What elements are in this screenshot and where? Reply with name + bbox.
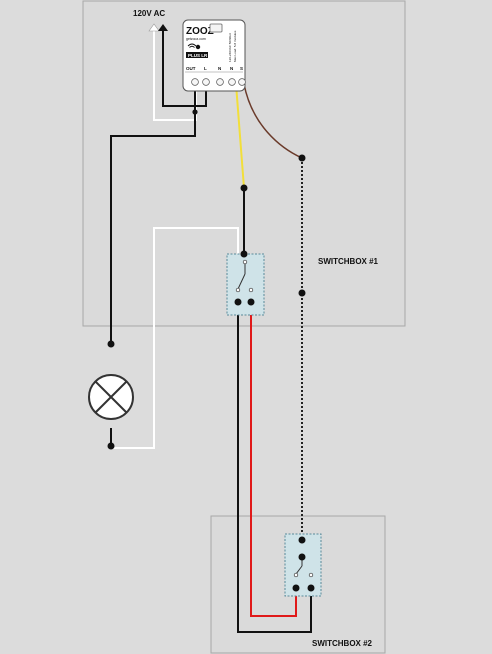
yellow-wire [235,83,245,189]
module-brand: ZOOZ [186,26,214,37]
wireless-icon [187,43,201,50]
module-badge: PLUS LR [188,53,208,58]
terminal-label-s: S [240,66,243,71]
module-spec-1: 120-240VAC 50/60Hz [228,33,232,62]
black-traveler-wire [237,302,312,633]
three-way-switch-1 [226,253,265,316]
wire-junction-dots [107,109,315,592]
red-traveler-wire [250,302,297,617]
terminal-label-n1: N [218,66,221,71]
white-wire-to-light [111,227,239,449]
terminal-screws [191,78,246,86]
three-way-switch-2 [284,533,322,597]
arrow-up-icon [148,23,160,32]
light-bulb-icon [88,374,134,420]
zooz-relay-module: ZOOZ getzooz.com PLUS LR 120-240VAC 50/6… [182,19,246,92]
module-website: getzooz.com [186,37,206,41]
brown-wire [243,83,303,159]
switchbox-1-label: SWITCHBOX #1 [318,257,379,266]
module-button[interactable] [209,23,223,33]
module-spec-2: Max Load: 5-8 modules [233,30,237,62]
power-label: 120V AC [133,9,165,18]
terminal-label-n2: N [230,66,233,71]
black-line-wire [162,30,207,107]
terminal-label-l: L [204,66,207,71]
switchbox-2-label: SWITCHBOX #2 [312,639,373,648]
terminal-label-out: OUT [186,66,196,71]
module-badge-bg [186,52,208,58]
arrow-up-icon [158,24,168,31]
